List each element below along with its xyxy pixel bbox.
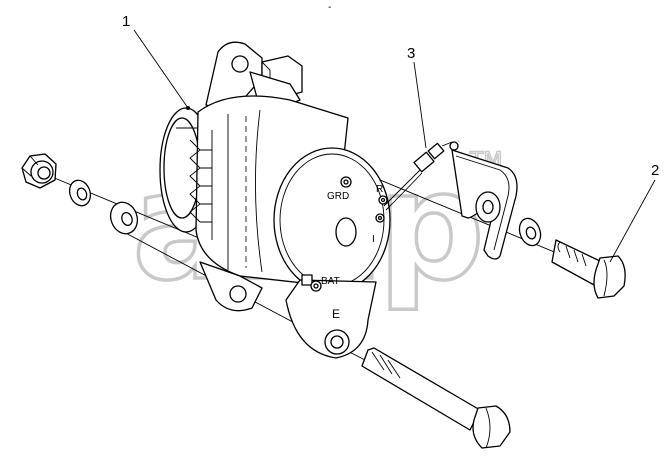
terminal-i: [375, 213, 385, 223]
callout-3: 3: [407, 45, 415, 62]
lock-washer: [68, 179, 92, 207]
cooling-fins: [189, 130, 213, 240]
short-bolt: [551, 239, 626, 299]
i-label: I: [372, 234, 375, 245]
callout-1: 1: [122, 13, 130, 30]
callouts: 1 3 2: [122, 13, 659, 263]
right-lock-washer: [518, 217, 542, 247]
e-label: E: [332, 307, 340, 321]
terminal-bat: [301, 274, 322, 292]
callout-2: 2: [651, 162, 659, 179]
adjusting-bracket: [451, 149, 518, 260]
flat-washer: [109, 201, 139, 235]
wire-harness: [383, 141, 459, 211]
top-mark: -: [328, 2, 331, 13]
alternator: GRD R I BAT E: [159, 41, 391, 359]
bat-label: BAT: [321, 276, 340, 287]
terminal-grd: [340, 176, 352, 188]
r-label: R: [376, 184, 383, 195]
grd-label: GRD: [327, 191, 349, 202]
terminal-r: [378, 195, 388, 205]
hex-nut: [21, 153, 57, 189]
long-bolt: [361, 347, 511, 449]
